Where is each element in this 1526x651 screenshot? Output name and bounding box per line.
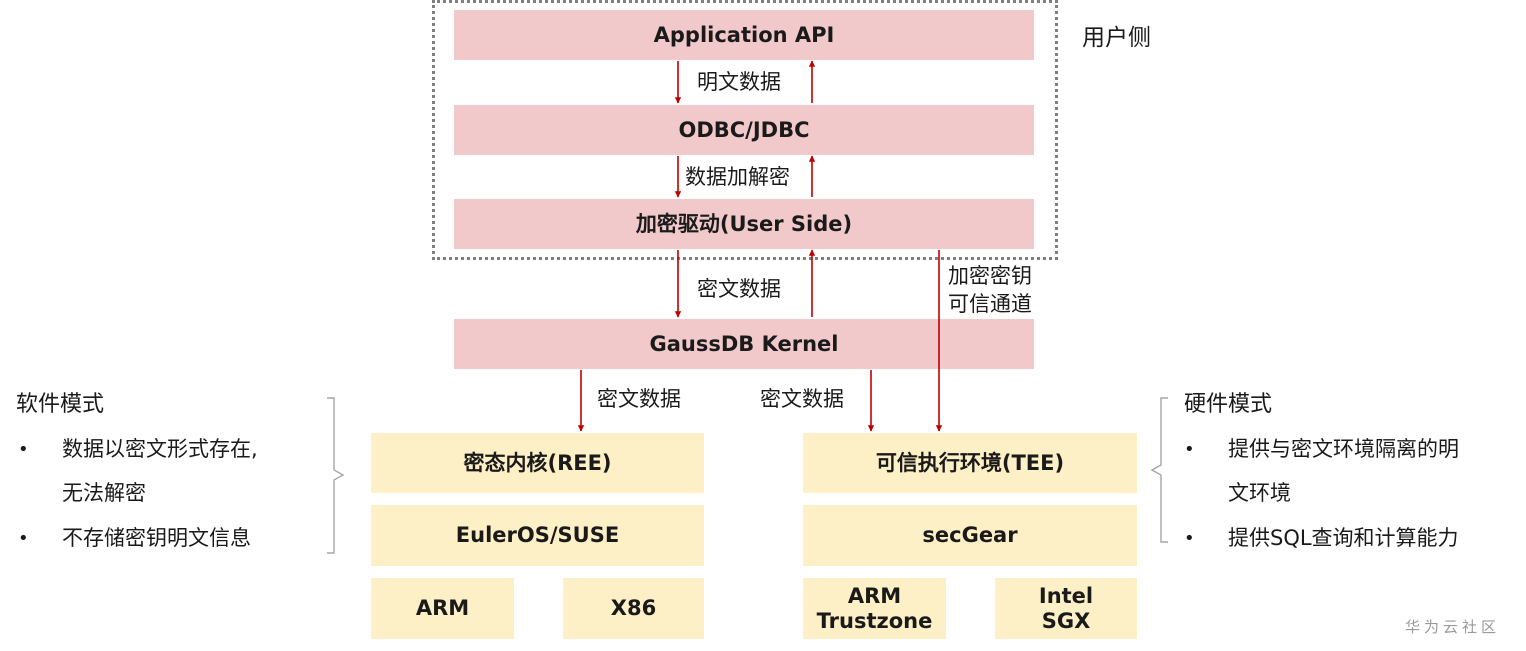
tee-box: 可信执行环境(TEE) <box>803 433 1137 493</box>
hardware-item1-line2: 文环境 <box>1228 481 1291 505</box>
application-api-box: Application API <box>454 10 1034 60</box>
software-mode-bracket <box>327 397 345 554</box>
label-ciphertext-2: 密文数据 <box>597 387 681 411</box>
label-ciphertext-1: 密文数据 <box>697 277 781 301</box>
arm-box: ARM <box>371 578 514 639</box>
user-side-label: 用户侧 <box>1082 25 1151 51</box>
intel-sgx-box: Intel SGX <box>995 578 1137 639</box>
euleros-box: EulerOS/SUSE <box>371 505 704 566</box>
encryption-driver-box: 加密驱动(User Side) <box>454 199 1034 249</box>
software-bullet-1: • <box>18 439 29 460</box>
user-side-frame <box>432 0 1058 260</box>
software-item2: 不存储密钥明文信息 <box>62 526 251 550</box>
x86-box: X86 <box>563 578 704 639</box>
intel-sgx-line2: SGX <box>1041 608 1091 633</box>
secgear-box: secGear <box>803 505 1137 566</box>
label-key-channel-1: 加密密钥 <box>948 264 1032 288</box>
arm-trustzone-box: ARM Trustzone <box>803 578 946 639</box>
arm-trustzone-line2: Trustzone <box>816 608 933 633</box>
watermark-text: 华为云社区 <box>1405 618 1501 636</box>
hardware-item2: 提供SQL查询和计算能力 <box>1228 526 1459 550</box>
arm-trustzone-line1: ARM <box>847 583 902 608</box>
hardware-mode-title: 硬件模式 <box>1184 392 1273 417</box>
hardware-item1-line1: 提供与密文环境隔离的明 <box>1228 437 1459 461</box>
label-encrypt-decrypt: 数据加解密 <box>685 165 790 189</box>
hardware-bullet-2: • <box>1184 528 1195 549</box>
gaussdb-kernel-box: GaussDB Kernel <box>454 319 1034 369</box>
label-ciphertext-3: 密文数据 <box>760 387 844 411</box>
hardware-mode-bracket <box>1150 397 1168 543</box>
software-bullet-2: • <box>18 528 29 549</box>
intel-sgx-line1: Intel <box>1038 583 1094 608</box>
odbc-jdbc-box: ODBC/JDBC <box>454 105 1034 155</box>
label-plaintext: 明文数据 <box>697 70 781 94</box>
label-key-channel-2: 可信通道 <box>948 292 1032 316</box>
software-mode-title: 软件模式 <box>16 392 105 417</box>
software-item1-line1: 数据以密文形式存在, <box>62 437 258 461</box>
hardware-bullet-1: • <box>1184 439 1195 460</box>
ree-box: 密态内核(REE) <box>371 433 704 493</box>
software-item1-line2: 无法解密 <box>62 481 146 505</box>
